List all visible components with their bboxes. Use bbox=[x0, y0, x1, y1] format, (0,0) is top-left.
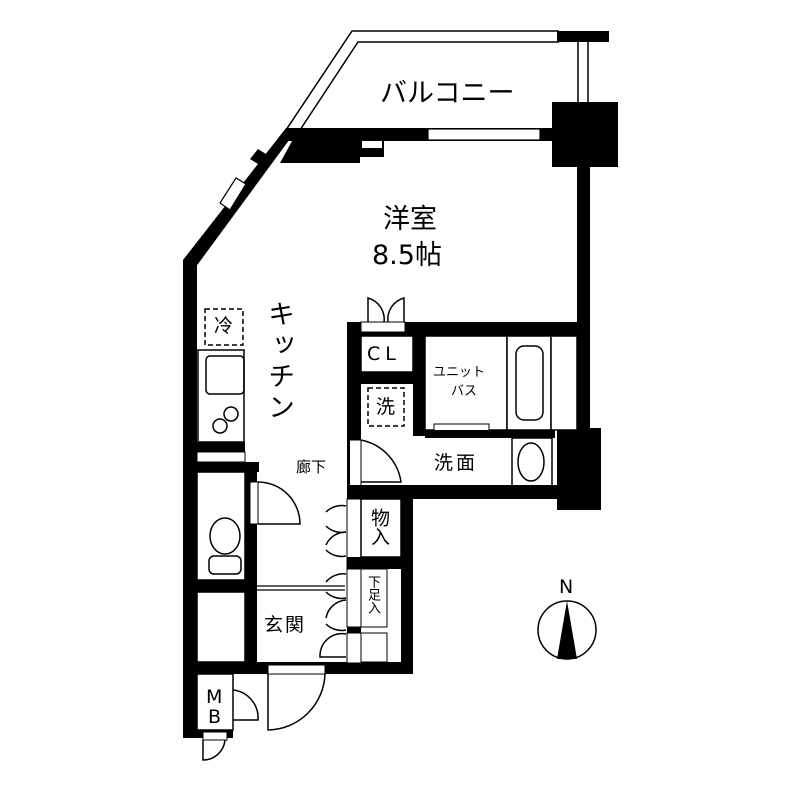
washer-space bbox=[367, 387, 405, 427]
closet-door bbox=[387, 297, 405, 323]
diagonal-wall bbox=[183, 128, 298, 272]
bathtub-icon bbox=[515, 345, 544, 421]
window-balcony bbox=[427, 128, 541, 141]
balcony-end-wall bbox=[557, 31, 609, 42]
column-east bbox=[557, 428, 601, 510]
western-room-size: 8.5帖 bbox=[372, 240, 442, 271]
closet-label: CL bbox=[367, 343, 401, 365]
compass-icon bbox=[537, 600, 597, 660]
entrance-door bbox=[267, 673, 326, 731]
unit-bath-label-1: ユニット bbox=[433, 365, 486, 380]
closet-door bbox=[367, 297, 385, 323]
west-wall bbox=[183, 262, 197, 732]
shoe-box-label: 下足入 bbox=[365, 575, 380, 614]
washroom-door bbox=[360, 439, 402, 483]
column bbox=[552, 102, 618, 167]
western-room-label: 洋室 bbox=[383, 204, 437, 235]
stove-burner-icon bbox=[223, 406, 239, 422]
washbasin-icon bbox=[517, 442, 545, 482]
storage-doors bbox=[325, 504, 347, 558]
toilet-door bbox=[257, 481, 301, 525]
meter-box-label-m: M bbox=[206, 686, 223, 708]
window-diagonal bbox=[219, 177, 247, 211]
balcony-railing bbox=[285, 30, 589, 131]
toilet-icon bbox=[209, 517, 241, 555]
storage-label: 物入 bbox=[368, 508, 390, 546]
balcony-label: バルコニー bbox=[380, 78, 515, 109]
washroom-label: 洗面 bbox=[434, 452, 479, 474]
kitchen-counter bbox=[197, 349, 245, 443]
shoe-box-doors bbox=[319, 573, 347, 658]
east-wall bbox=[577, 165, 590, 430]
compass-north-label: N bbox=[559, 576, 574, 598]
hallway-label: 廊下 bbox=[296, 458, 327, 476]
fridge-label: 冷 bbox=[214, 315, 234, 337]
washer-label: 洗 bbox=[376, 396, 396, 418]
stove-burner-icon bbox=[212, 418, 228, 434]
unit-bath-label-2: バス bbox=[451, 384, 478, 399]
fridge-space bbox=[204, 308, 244, 346]
meter-box-label-b: B bbox=[208, 706, 222, 728]
entrance-label: 玄関 bbox=[264, 614, 307, 636]
kitchen-label: キッチン bbox=[263, 300, 294, 424]
sink-icon bbox=[205, 355, 245, 395]
meter-box-door bbox=[232, 689, 259, 721]
